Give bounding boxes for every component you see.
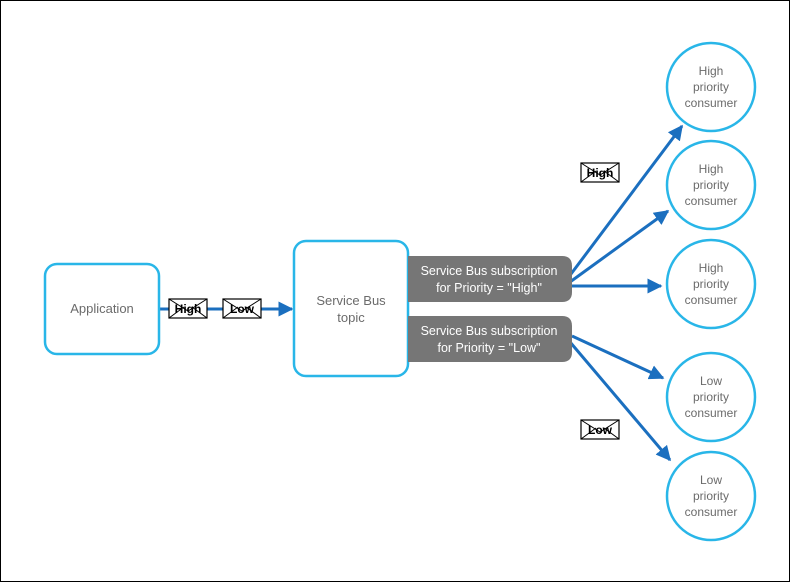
subscription-low-line1: Service Bus subscription bbox=[421, 324, 558, 338]
consumer-high-1: High priority consumer bbox=[665, 41, 757, 133]
message-high-inline-label: High bbox=[175, 302, 202, 316]
subscription-high-line1: Service Bus subscription bbox=[421, 264, 558, 278]
arrow-high-sub-to-consumer-1 bbox=[566, 124, 684, 279]
subscription-low: Service Bus subscription for Priority = … bbox=[408, 316, 572, 362]
consumer-1-line3: consumer bbox=[685, 96, 738, 110]
consumer-5-line3: consumer bbox=[685, 505, 738, 519]
topic-node: Service Bus topic bbox=[292, 239, 410, 378]
consumer-1-line2: priority bbox=[693, 80, 729, 94]
consumer-3-line3: consumer bbox=[685, 293, 738, 307]
consumer-4-line3: consumer bbox=[685, 406, 738, 420]
subscription-low-line2: for Priority = "Low" bbox=[437, 341, 540, 355]
consumer-4-line2: priority bbox=[693, 390, 729, 404]
consumer-2-line3: consumer bbox=[685, 194, 738, 208]
subscription-high-line2: for Priority = "High" bbox=[436, 281, 542, 295]
topic-label-line1: Service Bus bbox=[316, 293, 386, 308]
application-node: Application bbox=[43, 262, 161, 356]
consumer-low-5: Low priority consumer bbox=[665, 450, 757, 542]
message-high-envelope: High bbox=[580, 162, 620, 183]
consumer-2-line1: High bbox=[699, 162, 724, 176]
arrow-high-sub-to-consumer-2 bbox=[569, 209, 670, 284]
consumer-high-3: High priority consumer bbox=[665, 238, 757, 330]
arrow-low-sub-to-consumer-4 bbox=[571, 334, 665, 380]
topic-label-line2: topic bbox=[337, 310, 365, 325]
consumer-2-line2: priority bbox=[693, 178, 729, 192]
subscription-high: Service Bus subscription for Priority = … bbox=[408, 256, 572, 302]
message-low-label: Low bbox=[588, 423, 613, 437]
message-low-envelope-inline: Low bbox=[222, 298, 262, 319]
application-label: Application bbox=[70, 301, 134, 316]
consumer-4-line1: Low bbox=[700, 374, 722, 388]
consumer-5-line1: Low bbox=[700, 473, 722, 487]
message-low-envelope: Low bbox=[580, 419, 620, 440]
message-low-inline-label: Low bbox=[230, 302, 255, 316]
consumer-3-line1: High bbox=[699, 261, 724, 275]
arrow-low-sub-to-consumer-5 bbox=[568, 341, 672, 462]
consumer-high-2: High priority consumer bbox=[665, 139, 757, 231]
message-high-envelope-inline: High bbox=[168, 298, 208, 319]
message-high-label: High bbox=[587, 166, 614, 180]
consumer-low-4: Low priority consumer bbox=[665, 351, 757, 443]
consumer-5-line2: priority bbox=[693, 489, 729, 503]
consumer-1-line1: High bbox=[699, 64, 724, 78]
consumer-3-line2: priority bbox=[693, 277, 729, 291]
